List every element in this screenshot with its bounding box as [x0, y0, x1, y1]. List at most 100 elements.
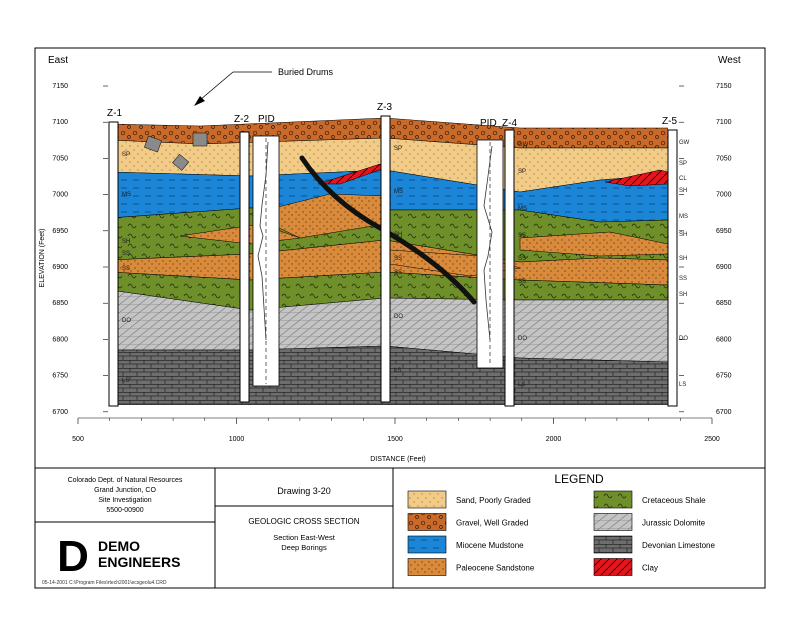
file-path-footer: 05-14-2001 C:\Program Files\rtech2001\ec…	[42, 580, 167, 586]
x-axis-title: DISTANCE (Feet)	[370, 456, 426, 463]
elevation-tick-left: 6850	[52, 300, 68, 307]
elevation-tick-right: 6700	[716, 409, 732, 416]
legend-swatch-clay	[593, 558, 633, 576]
legend-swatch-gravel	[407, 513, 447, 531]
svg-text:DO: DO	[518, 336, 527, 342]
lithology-labels: SP MS SH SS SS DO LS SP MS SH SS SS DO L…	[122, 140, 690, 388]
logo-letter: D	[57, 532, 89, 581]
svg-text:SS: SS	[518, 256, 526, 262]
distance-tick-label: 2000	[546, 436, 562, 443]
boring-z4-name: Z-4	[502, 118, 517, 129]
boring-z1-name: Z-1	[107, 108, 122, 119]
subtitle-line-2: Deep Borings	[281, 543, 327, 552]
svg-text:SP: SP	[394, 146, 402, 152]
legend-label-clay: Clay	[642, 564, 658, 573]
elevation-tick-left: 7150	[52, 83, 68, 90]
svg-text:DO: DO	[122, 318, 131, 324]
boring-z2-name: Z-2	[234, 114, 249, 125]
elevation-tick-right: 6850	[716, 300, 732, 307]
legend-label-limestone: Devonian Limestone	[642, 541, 715, 550]
legend-label-sand: Sand, Poorly Graded	[456, 496, 531, 505]
boring-z4-pid: PID	[480, 118, 497, 129]
legend-title: LEGEND	[554, 472, 604, 486]
subtitle-line-1: Section East-West	[273, 533, 335, 542]
title-block: Colorado Dept. of Natural Resources Gran…	[35, 468, 604, 588]
elevation-tick-left: 6950	[52, 228, 68, 235]
svg-text:SH: SH	[679, 292, 687, 298]
svg-text:DO: DO	[394, 314, 403, 320]
elevation-tick-left: 7000	[52, 192, 68, 199]
legend-swatch-dolomite	[593, 513, 633, 531]
elevation-tick-right: 7000	[716, 192, 732, 199]
svg-text:DO: DO	[679, 336, 688, 342]
lens-clay-b	[604, 169, 668, 187]
boring-names: Z-1 Z-2 PID Z-3 PID Z-4 Z-5	[107, 102, 677, 129]
buried-drums-arrow	[194, 71, 272, 106]
distance-tick-label: 2500	[704, 436, 720, 443]
svg-text:SS: SS	[122, 266, 130, 272]
lens-sandstone-c	[519, 231, 668, 257]
distance-tick-label: 500	[72, 436, 84, 443]
legend-label-gravel: Gravel, Well Graded	[456, 519, 528, 528]
svg-text:SP: SP	[518, 169, 526, 175]
logo-text-demo: DEMO	[98, 538, 140, 554]
elevation-tick-left: 7050	[52, 155, 68, 162]
section-title: GEOLOGIC CROSS SECTION	[248, 517, 359, 526]
elevation-tick-left: 6800	[52, 336, 68, 343]
boring-z5-name: Z-5	[662, 116, 677, 127]
svg-text:SH: SH	[394, 232, 402, 238]
legend-swatch-mudstone	[407, 535, 447, 554]
legend-swatch-limestone	[593, 535, 633, 554]
svg-text:SS: SS	[394, 256, 402, 262]
svg-text:SH: SH	[122, 239, 130, 245]
elevation-tick-right: 6750	[716, 373, 732, 380]
svg-text:SS: SS	[122, 251, 130, 257]
legend-swatch-shale	[593, 490, 633, 509]
svg-text:SS: SS	[518, 233, 526, 239]
svg-text:SS: SS	[394, 270, 402, 276]
svg-text:LS: LS	[518, 382, 525, 388]
buried-drums	[144, 132, 208, 171]
legend-label-mudstone: Miocene Mudstone	[456, 541, 524, 550]
org-line-2: Grand Junction, CO	[94, 487, 156, 494]
elevation-tick-right: 6950	[716, 228, 732, 235]
svg-text:LS: LS	[679, 382, 686, 388]
svg-text:SS: SS	[679, 276, 687, 282]
svg-text:MS: MS	[518, 206, 527, 212]
distance-tick-label: 1500	[387, 436, 403, 443]
elevation-tick-right: 7150	[716, 83, 732, 90]
svg-text:SH: SH	[679, 188, 687, 194]
svg-text:SS: SS	[518, 279, 526, 285]
boring-z3-name: Z-3	[377, 102, 392, 113]
svg-text:GW: GW	[518, 142, 529, 148]
svg-text:LS: LS	[122, 378, 129, 384]
elevation-tick-right: 7100	[716, 119, 732, 126]
east-label: East	[48, 55, 68, 66]
buried-drums-label: Buried Drums	[278, 67, 334, 77]
org-line-3: Site Investigation	[98, 497, 151, 504]
plume-line	[299, 155, 477, 305]
west-label: West	[718, 55, 741, 66]
svg-text:CL: CL	[679, 176, 687, 182]
legend-label-sandstone: Paleocene Sandstone	[456, 564, 535, 573]
boring-z2-pid: PID	[258, 114, 275, 125]
elevation-tick-left: 6900	[52, 264, 68, 271]
svg-text:MS: MS	[122, 192, 131, 198]
legend-label-shale: Cretaceous Shale	[642, 496, 706, 505]
boring-columns	[108, 115, 678, 407]
org-line-1: Colorado Dept. of Natural Resources	[68, 477, 183, 484]
elevation-tick-left: 7100	[52, 119, 68, 126]
legend-swatch-sand	[407, 490, 447, 509]
svg-text:SP: SP	[679, 161, 687, 167]
elevation-tick-right: 6800	[716, 336, 732, 343]
title-block-frame	[34, 467, 766, 589]
svg-text:MS: MS	[394, 189, 403, 195]
svg-text:MS: MS	[679, 214, 688, 220]
y-axis-title: ELEVATION (Feet)	[39, 229, 46, 288]
svg-text:SH: SH	[679, 256, 687, 262]
